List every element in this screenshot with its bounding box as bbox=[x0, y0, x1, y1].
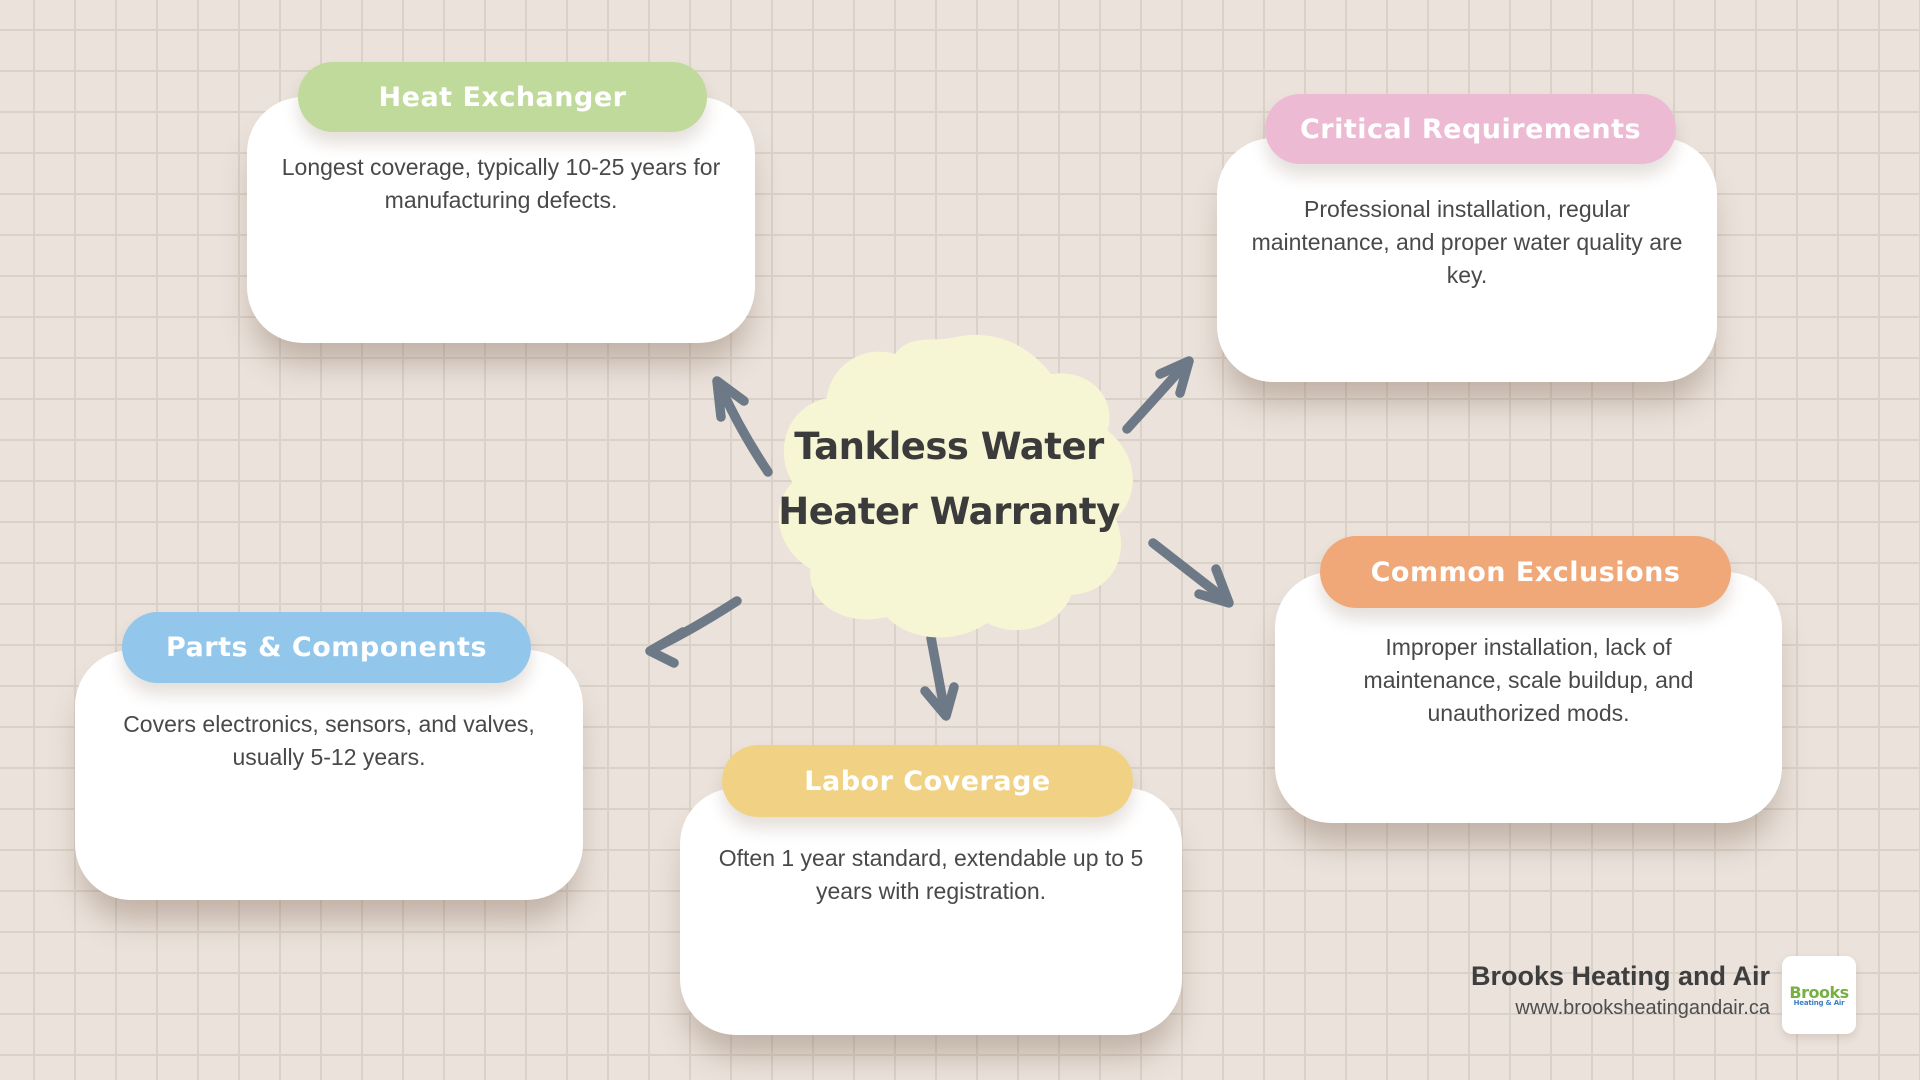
body-line: unauthorized mods. bbox=[1427, 700, 1630, 726]
body-line: maintenance, and proper water quality ar… bbox=[1251, 229, 1683, 255]
body-line: Improper installation, lack of bbox=[1385, 634, 1672, 660]
arrow-to-parts-components bbox=[645, 596, 742, 668]
node-body-parts-components: Covers electronics, sensors, and valves,… bbox=[75, 708, 583, 774]
node-pill-heat-exchanger: Heat Exchanger bbox=[298, 62, 707, 132]
body-line: Longest coverage, typically 10-25 years … bbox=[281, 154, 721, 180]
node-card-parts-components: Covers electronics, sensors, and valves,… bbox=[75, 650, 583, 900]
body-line: Often 1 year standard, extendable up to … bbox=[718, 845, 1144, 871]
body-line: maintenance, scale buildup, and bbox=[1363, 667, 1694, 693]
company-logo-text: Brooks bbox=[1789, 983, 1849, 1002]
node-body-common-exclusions: Improper installation, lack of maintenan… bbox=[1275, 631, 1782, 730]
body-line: years with registration. bbox=[815, 878, 1047, 904]
node-label: Heat Exchanger bbox=[378, 81, 627, 113]
node-pill-critical-requirements: Critical Requirements bbox=[1265, 94, 1676, 164]
center-blob bbox=[778, 335, 1133, 638]
node-label: Critical Requirements bbox=[1299, 113, 1642, 145]
company-logo: Brooks Heating & Air bbox=[1782, 956, 1856, 1034]
arrow-to-common-exclusions bbox=[1148, 538, 1234, 608]
diagram-title-line2: Heater Warranty bbox=[778, 490, 1120, 533]
footer-branding: Brooks Heating and Air www.brooksheating… bbox=[1471, 961, 1770, 1020]
diagram-title-line1: Tankless Water bbox=[794, 425, 1104, 468]
diagram-title: Tankless Water Heater Warranty bbox=[758, 414, 1140, 544]
node-body-labor-coverage: Often 1 year standard, extendable up to … bbox=[680, 842, 1182, 908]
arrow-to-labor-coverage bbox=[920, 633, 959, 721]
node-label: Common Exclusions bbox=[1370, 556, 1681, 588]
node-card-labor-coverage: Often 1 year standard, extendable up to … bbox=[680, 788, 1182, 1035]
company-logo-subtext: Heating & Air bbox=[1793, 999, 1845, 1007]
body-line: manufacturing defects. bbox=[384, 187, 618, 213]
node-card-heat-exchanger: Longest coverage, typically 10-25 years … bbox=[247, 97, 755, 343]
node-card-common-exclusions: Improper installation, lack of maintenan… bbox=[1275, 572, 1782, 823]
node-card-critical-requirements: Professional installation, regular maint… bbox=[1217, 138, 1717, 382]
body-line: Covers electronics, sensors, and valves, bbox=[123, 711, 535, 737]
node-label: Labor Coverage bbox=[804, 765, 1051, 797]
node-pill-common-exclusions: Common Exclusions bbox=[1320, 536, 1731, 608]
company-name: Brooks Heating and Air bbox=[1470, 961, 1770, 991]
node-body-heat-exchanger: Longest coverage, typically 10-25 years … bbox=[247, 151, 755, 217]
node-body-critical-requirements: Professional installation, regular maint… bbox=[1217, 193, 1717, 292]
body-line: Professional installation, regular bbox=[1303, 196, 1630, 222]
body-line: key. bbox=[1446, 262, 1488, 288]
node-pill-labor-coverage: Labor Coverage bbox=[722, 745, 1133, 817]
body-line: usually 5-12 years. bbox=[232, 744, 426, 770]
node-pill-parts-components: Parts & Components bbox=[122, 612, 531, 683]
node-label: Parts & Components bbox=[165, 632, 488, 663]
company-website: www.brooksheatingandair.ca bbox=[1515, 997, 1770, 1019]
